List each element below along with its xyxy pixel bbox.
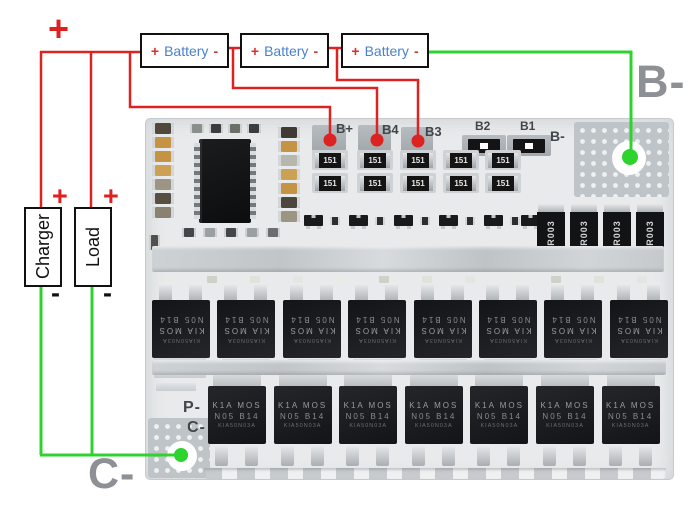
mid-tinned-trace — [152, 360, 666, 375]
balance-resistor-151: 151 — [357, 150, 393, 170]
mosfet: K1A MOS N05 B14 KIA50N03A — [207, 375, 269, 467]
smd-part — [152, 123, 174, 134]
smd-part — [336, 276, 346, 283]
b-minus-big-label: B- — [636, 56, 686, 107]
battery2-minus: - — [313, 42, 319, 59]
smd-part — [278, 211, 300, 222]
smd-part — [245, 228, 259, 237]
balance-resistor-151: 151 — [443, 150, 479, 170]
battery3-plus: + — [351, 42, 360, 59]
smd-part — [422, 276, 432, 283]
battery3-minus: - — [413, 42, 419, 59]
charger-box: Charger — [24, 207, 62, 287]
pcb-label-p-minus: P- — [183, 399, 201, 416]
load-label: Load — [82, 226, 103, 268]
charger-plus-label: + — [52, 181, 68, 211]
smd-part — [247, 124, 261, 133]
pcb-label-b-plus: B+ — [336, 121, 353, 136]
smd-part — [209, 124, 223, 133]
balance-resistor-151: 151 — [443, 173, 479, 193]
smd-part — [278, 155, 300, 166]
mosfet: K1A MOS N05 B14 KIA50N03A — [273, 375, 335, 467]
battery1-plus: + — [150, 42, 160, 59]
balance-resistor-151: 151 — [312, 173, 348, 193]
smd-part — [379, 276, 389, 283]
smd-part — [203, 228, 217, 237]
smd-part — [293, 276, 303, 283]
smd-part — [164, 276, 174, 283]
smd-part — [182, 228, 196, 237]
smd-part — [152, 165, 174, 176]
smd-part — [224, 228, 238, 237]
mosfet: K1A MOS N05 B14 KIA50N03A — [601, 375, 663, 467]
battery2-label: Battery — [264, 42, 309, 59]
smd-part — [149, 235, 160, 250]
main-positive-label: + — [48, 8, 70, 49]
sot23-transistor — [304, 213, 342, 229]
protection-ic-chip — [194, 139, 256, 223]
battery3-box: + Battery - — [341, 33, 429, 68]
smd-part — [278, 127, 300, 138]
smd-part — [152, 207, 174, 218]
battery2-box: + Battery - — [240, 33, 329, 68]
smd-part — [594, 276, 604, 283]
battery2-plus: + — [250, 42, 260, 59]
smd-part — [637, 276, 647, 283]
balance-resistor-151: 151 — [357, 173, 393, 193]
sot23-transistor — [349, 213, 387, 229]
mosfet: K1A MOS N05 B14 KIA50N03A — [338, 375, 400, 467]
battery3-label: Battery — [364, 42, 409, 59]
b-minus-pad-hole — [612, 141, 646, 175]
smd-part — [228, 124, 242, 133]
balance-resistor-151: 151 — [312, 150, 348, 170]
charger-minus-label: - — [51, 278, 60, 308]
sot23-transistor — [394, 213, 432, 229]
bms-pcb-board: B+ B4 B3 B2 B1 B- 151 151 151 151 151 15… — [145, 118, 674, 480]
smd-part — [551, 276, 561, 283]
smd-part — [152, 151, 174, 162]
smd-part — [152, 179, 174, 190]
smd-part — [152, 137, 174, 148]
smd-part — [465, 276, 475, 283]
mosfet: K1A MOS N05 B14 KIA50N03A — [404, 375, 466, 467]
c-minus-pad-hole — [167, 441, 197, 471]
tinned-strip — [156, 383, 196, 391]
mosfet: K1A MOS N05 B14 KIA50N03A — [535, 375, 597, 467]
pcb-label-b2: B2 — [475, 119, 491, 133]
tinned-bus-bar — [152, 246, 664, 272]
smd-part — [278, 169, 300, 180]
pcb-label-b4: B4 — [382, 122, 399, 137]
sot23-transistor — [439, 213, 477, 229]
smd-part — [278, 197, 300, 208]
load-box: Load — [74, 207, 112, 287]
charger-label: Charger — [32, 214, 53, 280]
smd-part — [278, 141, 300, 152]
smd-part — [278, 183, 300, 194]
balance-resistor-151: 151 — [400, 150, 436, 170]
balance-resistor-151: 151 — [485, 150, 521, 170]
balance-resistor-151: 151 — [485, 173, 521, 193]
smd-part — [508, 276, 518, 283]
load-plus-label: + — [103, 181, 119, 211]
smd-part — [250, 276, 260, 283]
c-minus-solder-pad — [148, 418, 210, 478]
mosfet: K1A MOS N05 B14 KIA50N03A — [469, 375, 531, 467]
c-minus-big-label: C- — [88, 450, 136, 498]
battery1-minus: - — [213, 42, 219, 59]
smd-part — [207, 276, 217, 283]
sot23-transistor — [484, 213, 522, 229]
pcb-label-b1: B1 — [520, 119, 536, 133]
smd-part — [190, 124, 204, 133]
smd-part — [266, 228, 280, 237]
battery1-box: + Battery - — [140, 33, 229, 68]
balance-resistor-151: 151 — [400, 173, 436, 193]
board-edge-solder-bumps — [204, 468, 666, 479]
battery1-label: Battery — [164, 42, 209, 59]
smd-part — [152, 193, 174, 204]
pcb-label-b-minus: B- — [550, 128, 565, 144]
pcb-label-b3: B3 — [425, 124, 442, 139]
load-minus-label: - — [103, 278, 112, 308]
pcb-label-c-minus: C- — [187, 419, 206, 436]
